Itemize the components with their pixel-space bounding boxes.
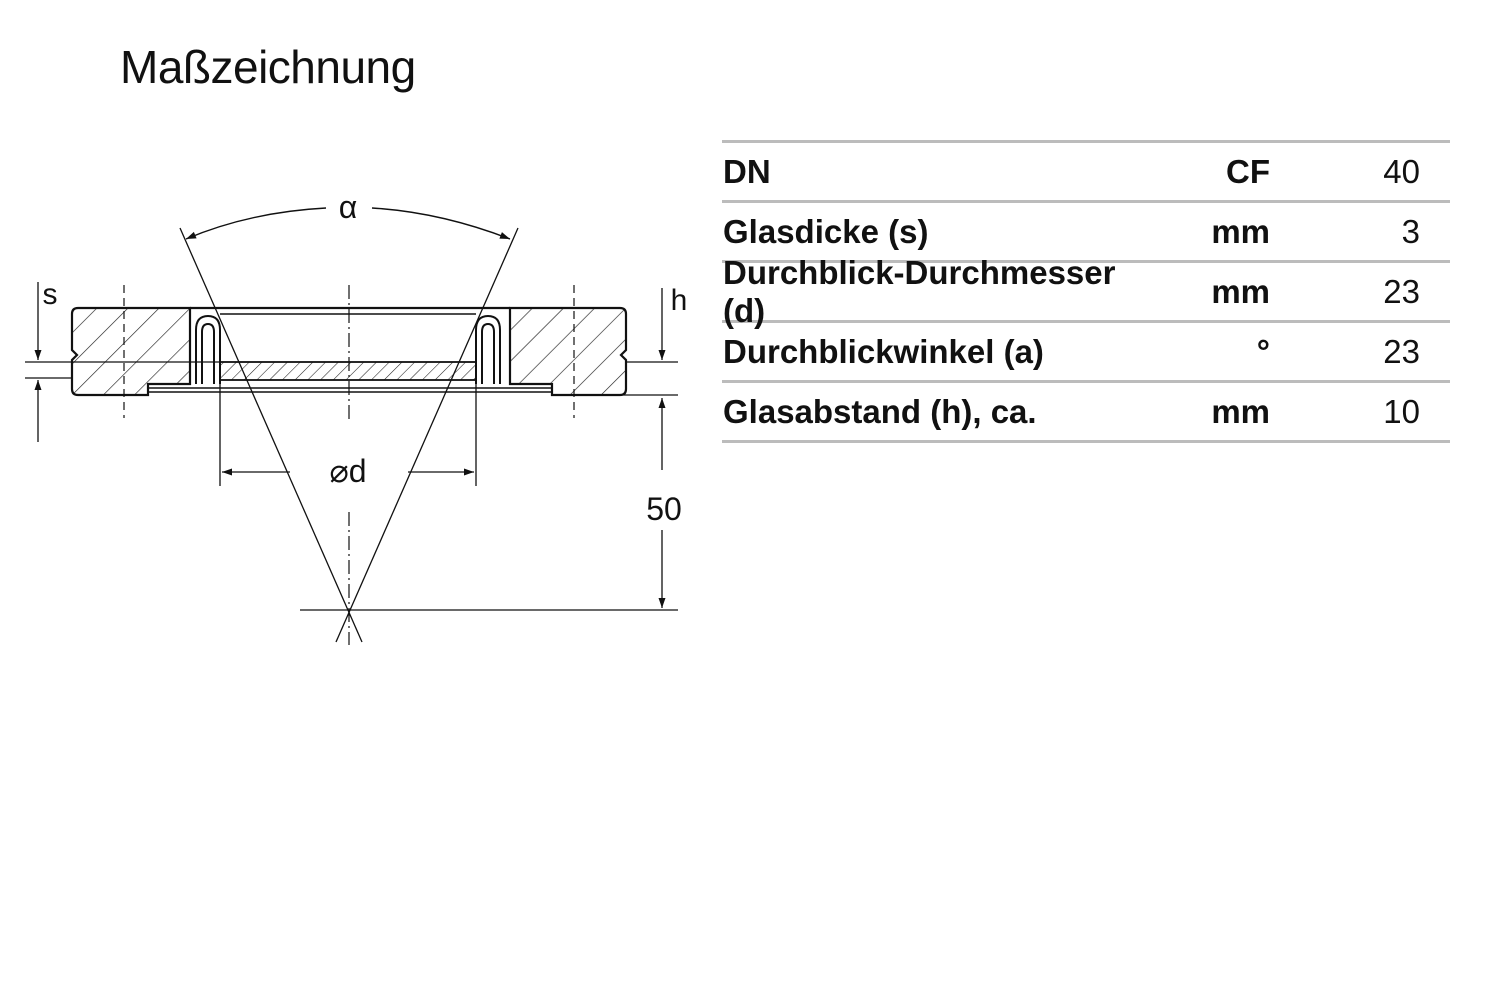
row-label: Glasdicke (s) <box>723 212 929 250</box>
spec-table: DN CF 40 Glasdicke (s) mm 3 Durchblick-D… <box>722 140 1450 443</box>
row-value: 23 <box>1383 332 1420 370</box>
row-value: 40 <box>1383 152 1420 190</box>
glass-window <box>219 361 477 381</box>
row-unit: ° <box>1256 332 1270 370</box>
flange-right <box>508 306 628 397</box>
table-row: Glasdicke (s) mm 3 <box>722 203 1450 263</box>
page-title: Maßzeichnung <box>120 41 416 93</box>
row-value: 23 <box>1383 272 1420 310</box>
table-row: Glasabstand (h), ca. mm 10 <box>722 383 1450 443</box>
table-row: Durchblick-Durchmesser (d) mm 23 <box>722 254 1450 329</box>
technical-drawing: α s h 50 ⌀d <box>25 189 688 645</box>
h-label: h <box>671 284 688 317</box>
row-label: Durchblickwinkel (a) <box>723 332 1044 370</box>
table-row: Durchblickwinkel (a) ° 23 <box>722 323 1450 383</box>
row-label: DN <box>723 152 771 190</box>
row-value: 3 <box>1401 212 1420 250</box>
distance-label: 50 <box>646 491 682 527</box>
row-unit: mm <box>1211 272 1270 310</box>
row-unit: CF <box>1226 152 1270 190</box>
seal-right <box>475 314 501 384</box>
row-value: 10 <box>1383 392 1420 430</box>
d-label: ⌀d <box>329 453 366 489</box>
seal-left <box>195 314 221 384</box>
s-label: s <box>43 278 58 311</box>
row-label: Glasabstand (h), ca. <box>723 392 1037 430</box>
alpha-label: α <box>339 189 358 225</box>
row-label: Durchblick-Durchmesser (d) <box>723 253 1116 329</box>
row-unit: mm <box>1211 392 1270 430</box>
flange-left <box>70 306 192 397</box>
table-row: DN CF 40 <box>722 143 1450 203</box>
row-unit: mm <box>1211 212 1270 250</box>
